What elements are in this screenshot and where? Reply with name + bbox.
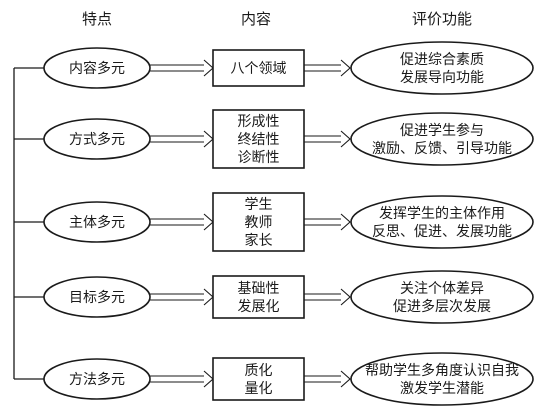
arrow-feature-to-content-5: [150, 370, 214, 388]
content-label-2-line-1: 形成性: [238, 114, 280, 130]
function-label-2-line-1: 促进学生参与: [400, 122, 484, 139]
content-box-3: [212, 192, 305, 252]
function-label-2-line-2: 激励、反馈、引导功能: [372, 140, 512, 157]
function-ellipse-3: [350, 195, 534, 249]
feature-label-1: 内容多元: [69, 60, 125, 77]
content-box-2: [212, 109, 305, 169]
function-label-3-line-2: 反思、促进、发展功能: [372, 224, 512, 240]
arrow-content-to-function-1: [304, 59, 351, 77]
content-label-4-line-2: 发展化: [238, 299, 280, 315]
content-label-3-line-1: 学生: [245, 197, 273, 213]
function-label-4-line-1: 关注个体差异: [400, 281, 484, 297]
header-content: 内容: [241, 10, 271, 28]
content-label-1-line-1: 八个领域: [231, 61, 287, 77]
feature-ellipse-3: [43, 201, 151, 243]
function-label-1-line-2: 发展导向功能: [400, 70, 484, 86]
arrow-feature-to-content-4: [150, 288, 214, 306]
content-box-4: [212, 275, 305, 319]
function-label-5-line-2: 激发学生潜能: [400, 380, 484, 397]
feature-ellipse-5: [43, 358, 151, 400]
content-label-3-line-2: 教师: [245, 215, 273, 231]
function-label-5-line-1: 帮助学生多角度认识自我: [365, 362, 519, 379]
feature-ellipse-2: [43, 118, 151, 160]
header-features: 特点: [82, 10, 112, 28]
function-label-3-line-1: 发挥学生的主体作用: [379, 206, 505, 222]
arrow-content-to-function-2: [304, 130, 351, 148]
content-label-3-line-3: 家长: [245, 232, 273, 249]
content-label-2-line-3: 诊断性: [238, 150, 280, 166]
content-box-5: [212, 357, 305, 401]
feature-label-4: 目标多元: [69, 289, 125, 306]
function-label-4-line-2: 促进多层次发展: [393, 298, 491, 315]
function-ellipse-5: [350, 352, 534, 406]
arrow-content-to-function-4: [304, 288, 351, 306]
feature-label-5: 方法多元: [69, 371, 125, 388]
arrow-content-to-function-5: [304, 370, 351, 388]
feature-label-2: 方式多元: [69, 131, 125, 148]
feature-ellipse-4: [43, 276, 151, 318]
function-ellipse-4: [350, 270, 534, 324]
content-label-4-line-1: 基础性: [238, 280, 280, 297]
content-box-1: [212, 49, 305, 87]
arrow-content-to-function-3: [304, 213, 351, 231]
arrow-feature-to-content-1: [150, 59, 214, 77]
feature-label-3: 主体多元: [69, 214, 125, 231]
function-label-1-line-1: 促进综合素质: [400, 52, 484, 68]
arrow-feature-to-content-3: [150, 213, 214, 231]
function-ellipse-2: [350, 112, 534, 166]
feature-ellipse-1: [43, 47, 151, 89]
content-label-2-line-2: 终结性: [238, 132, 280, 148]
content-label-5-line-2: 量化: [245, 381, 273, 397]
function-ellipse-1: [350, 41, 534, 95]
header-functions: 评价功能: [412, 10, 472, 28]
content-label-5-line-1: 质化: [245, 363, 273, 379]
arrow-feature-to-content-2: [150, 130, 214, 148]
